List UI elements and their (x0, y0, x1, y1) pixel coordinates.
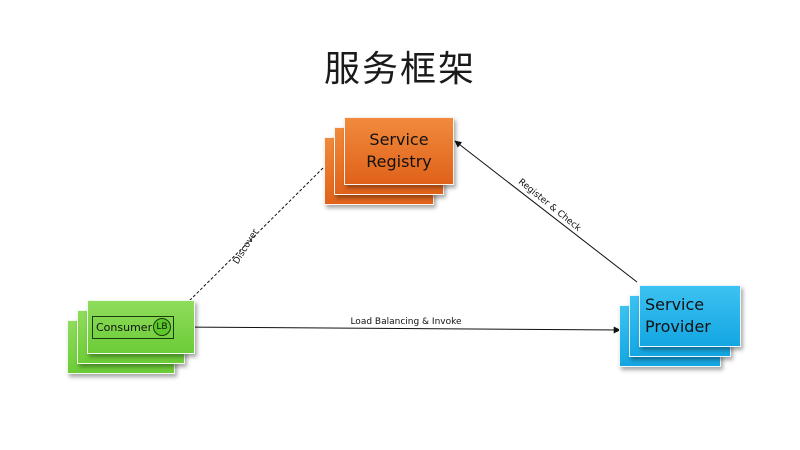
registry-card-front (344, 117, 454, 185)
load-balancer-badge: LB (153, 318, 171, 336)
invoke-arrow (173, 326, 621, 334)
registry-label-line2: Registry (366, 152, 432, 171)
consumer-node: Consumer LB (67, 300, 195, 374)
registry-label: Service Registry (344, 117, 454, 185)
consumer-card-front (87, 300, 195, 354)
register-label: Register & Check (516, 177, 583, 234)
invoke-label: Load Balancing & Invoke (350, 317, 462, 327)
discover-label: Discover (232, 227, 261, 266)
page-title: 服务框架 (323, 49, 476, 90)
registry-label-line1: Service (369, 130, 429, 149)
service-registry-node: Service Registry (324, 117, 454, 205)
provider-label: Service Provider (645, 285, 741, 347)
provider-card-front (639, 285, 741, 347)
register-arrow (454, 140, 638, 283)
service-provider-node: Service Provider (619, 285, 741, 367)
consumer-label: Consumer (96, 321, 153, 334)
provider-label-line2: Provider (645, 317, 711, 336)
discover-arrow (171, 167, 324, 319)
consumer-inner-box (92, 316, 174, 339)
provider-label-line1: Service (645, 295, 705, 314)
